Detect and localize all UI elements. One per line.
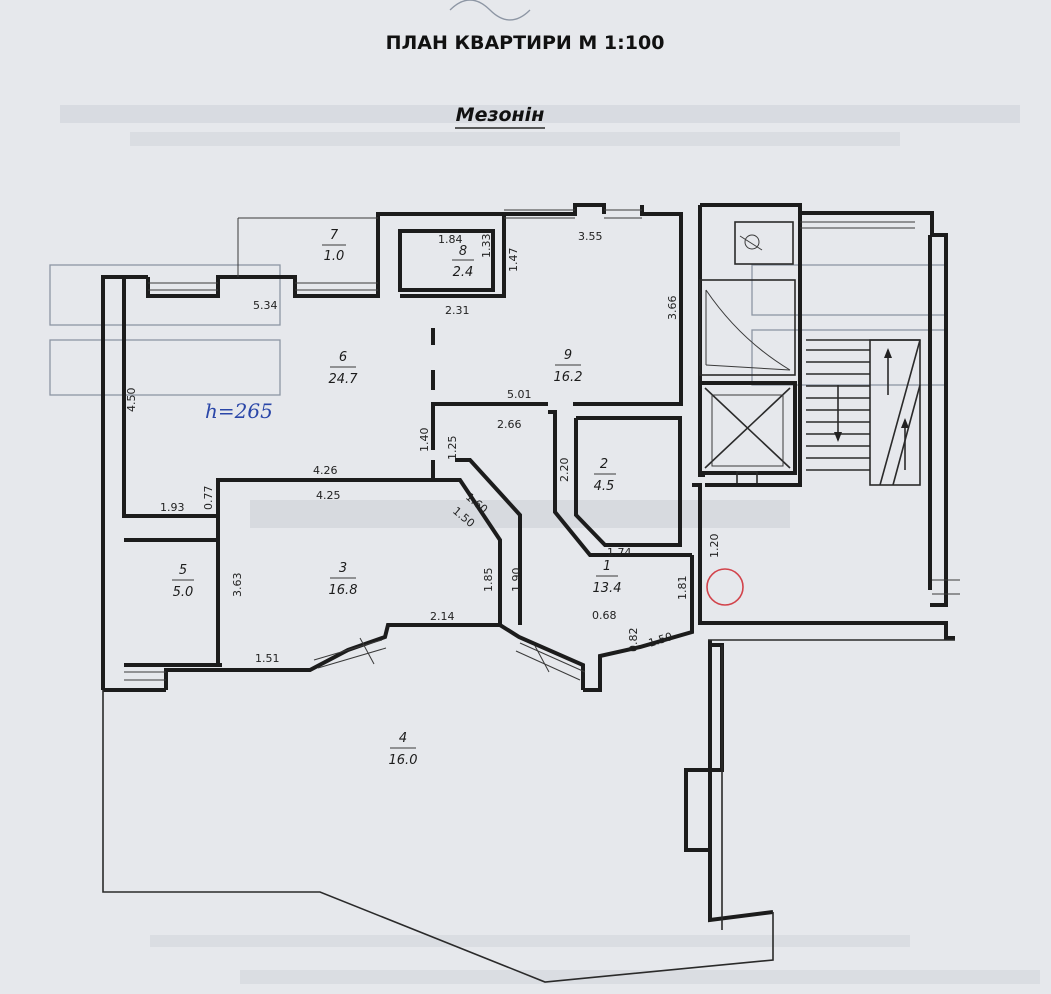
dim-4-25: 4.25 (316, 489, 341, 502)
dim-0-68: 0.68 (592, 609, 617, 622)
room-3-number: 3 (339, 561, 347, 576)
dim-5-34: 5.34 (253, 299, 278, 312)
dim-1-93: 1.93 (160, 501, 185, 514)
dim-1-51: 1.51 (255, 652, 280, 665)
room-1-area: 13.4 (593, 581, 622, 596)
dim-2-20: 2.20 (558, 458, 571, 483)
dim-2-14: 2.14 (430, 610, 455, 623)
room-8-area: 2.4 (453, 265, 474, 280)
dim-0-77: 0.77 (202, 486, 215, 511)
room-3-area: 16.8 (329, 583, 358, 598)
dim-3-63: 3.63 (231, 573, 244, 598)
marker-circle (706, 568, 744, 606)
room-6-number: 6 (339, 350, 347, 365)
room-1-number: 1 (603, 559, 611, 574)
room-9-number: 9 (564, 348, 572, 363)
room-7-area: 1.0 (324, 249, 345, 264)
dim-1-47: 1.47 (507, 248, 520, 273)
room-9-area: 16.2 (554, 370, 583, 385)
dim-1-85: 1.85 (482, 568, 495, 593)
dim-2-31: 2.31 (445, 304, 470, 317)
dim-1-81: 1.81 (676, 576, 689, 601)
windows (124, 209, 960, 681)
plan-title: ПЛАН КВАРТИРИ М 1:100 (386, 32, 665, 54)
dim-1-20: 1.20 (708, 534, 721, 559)
walls (101, 203, 955, 983)
plan-subtitle: Мезонін (456, 104, 545, 126)
room-4-area: 16.0 (389, 753, 418, 768)
dim-1-74: 1.74 (607, 546, 632, 559)
room-7-number: 7 (330, 228, 339, 243)
dim-1-33: 1.33 (480, 234, 493, 259)
room-5-number: 5 (179, 563, 187, 578)
room-8-number: 8 (459, 244, 467, 259)
dim-3-66: 3.66 (666, 296, 679, 321)
dim-5-01: 5.01 (507, 388, 532, 401)
room-2-area: 4.5 (594, 479, 615, 494)
dim-2-66: 2.66 (497, 418, 522, 431)
room-5-area: 5.0 (173, 585, 194, 600)
dim-1-40: 1.40 (418, 428, 431, 453)
dim-1-90: 1.90 (510, 568, 523, 593)
staircase (705, 234, 921, 486)
room-labels: 1 13.4 2 4.5 3 16.8 4 16.0 5 5.0 6 24.7 … (172, 228, 621, 768)
dim-1-25: 1.25 (446, 436, 459, 461)
dim-1-84: 1.84 (438, 233, 463, 246)
ceiling-height-note: h=265 (205, 399, 273, 423)
room-4-number: 4 (399, 731, 407, 746)
room-2-number: 2 (600, 457, 608, 472)
background-stamp (49, 0, 1040, 984)
dim-3-55: 3.55 (578, 230, 603, 243)
dim-4-26: 4.26 (313, 464, 338, 477)
dim-4-50: 4.50 (125, 388, 138, 413)
dim-1-50-bottom: 1.50 (647, 630, 674, 650)
dim-0-82: 0.82 (627, 628, 640, 653)
room-6-area: 24.7 (329, 372, 359, 387)
